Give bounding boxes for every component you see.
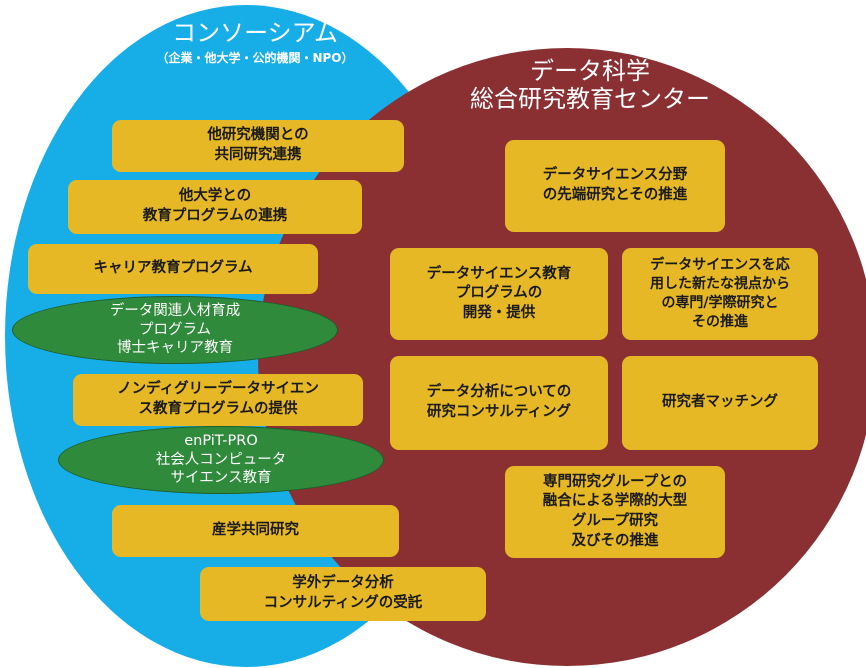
box-label: 産学共同研究 bbox=[212, 522, 299, 539]
box-applied-interdisciplinary-research: データサイエンスを応 用した新たな視点から の専門/学際研究と その推進 bbox=[622, 248, 818, 340]
box-label: 学外データ分析 コンサルティングの受託 bbox=[263, 575, 423, 611]
ellipse-label: enPiT-PRO 社会人コンピュータ サイエンス教育 bbox=[155, 432, 287, 487]
box-label: ノンディグリーデータサイエン ス教育プログラムの提供 bbox=[117, 381, 319, 417]
box-label: データサイエンス分野 の先端研究とその推進 bbox=[542, 167, 688, 203]
box-label: 他大学との 教育プログラムの連携 bbox=[142, 188, 288, 224]
box-label: データ分析についての 研究コンサルティング bbox=[426, 384, 572, 420]
box-large-group-research: 専門研究グループとの 融合による学際的大型 グループ研究 及びその推進 bbox=[505, 466, 725, 558]
box-label: データサイエンスを応 用した新たな視点から の専門/学際研究と その推進 bbox=[650, 257, 790, 330]
box-research-consulting: データ分析についての 研究コンサルティング bbox=[390, 356, 608, 450]
box-label: 研究者マッチング bbox=[662, 394, 778, 411]
consortium-title: コンソーシアム bbox=[172, 19, 338, 47]
box-education-program-development: データサイエンス教育 プログラムの 開発・提供 bbox=[390, 248, 608, 340]
box-research-institution-collaboration: 他研究機関との 共同研究連携 bbox=[112, 120, 404, 172]
ellipse-data-talent-program: データ関連人材育成 プログラム 博士キャリア教育 bbox=[12, 296, 338, 364]
center-title-text: データ科学 総合研究教育センター bbox=[470, 57, 710, 113]
box-label: 他研究機関との 共同研究連携 bbox=[207, 127, 309, 163]
box-industry-academia-research: 産学共同研究 bbox=[112, 505, 399, 557]
ellipse-label: データ関連人材育成 プログラム 博士キャリア教育 bbox=[109, 302, 241, 357]
box-non-degree-program: ノンディグリーデータサイエン ス教育プログラムの提供 bbox=[73, 374, 363, 426]
center-title: データ科学 総合研究教育センター bbox=[400, 57, 780, 113]
box-label: キャリア教育プログラム bbox=[93, 260, 253, 277]
box-label: 専門研究グループとの 融合による学際的大型 グループ研究 及びその推進 bbox=[542, 473, 688, 549]
ellipse-enpit-pro: enPiT-PRO 社会人コンピュータ サイエンス教育 bbox=[58, 426, 384, 494]
box-career-education: キャリア教育プログラム bbox=[28, 244, 318, 294]
box-label: データサイエンス教育 プログラムの 開発・提供 bbox=[426, 265, 572, 321]
box-advanced-research: データサイエンス分野 の先端研究とその推進 bbox=[505, 140, 725, 232]
box-university-education-collaboration: 他大学との 教育プログラムの連携 bbox=[68, 180, 362, 234]
box-external-data-consulting: 学外データ分析 コンサルティングの受託 bbox=[200, 567, 486, 621]
consortium-subtitle: （企業・他大学・公的機関・NPO） bbox=[156, 51, 354, 65]
box-researcher-matching: 研究者マッチング bbox=[622, 356, 818, 450]
